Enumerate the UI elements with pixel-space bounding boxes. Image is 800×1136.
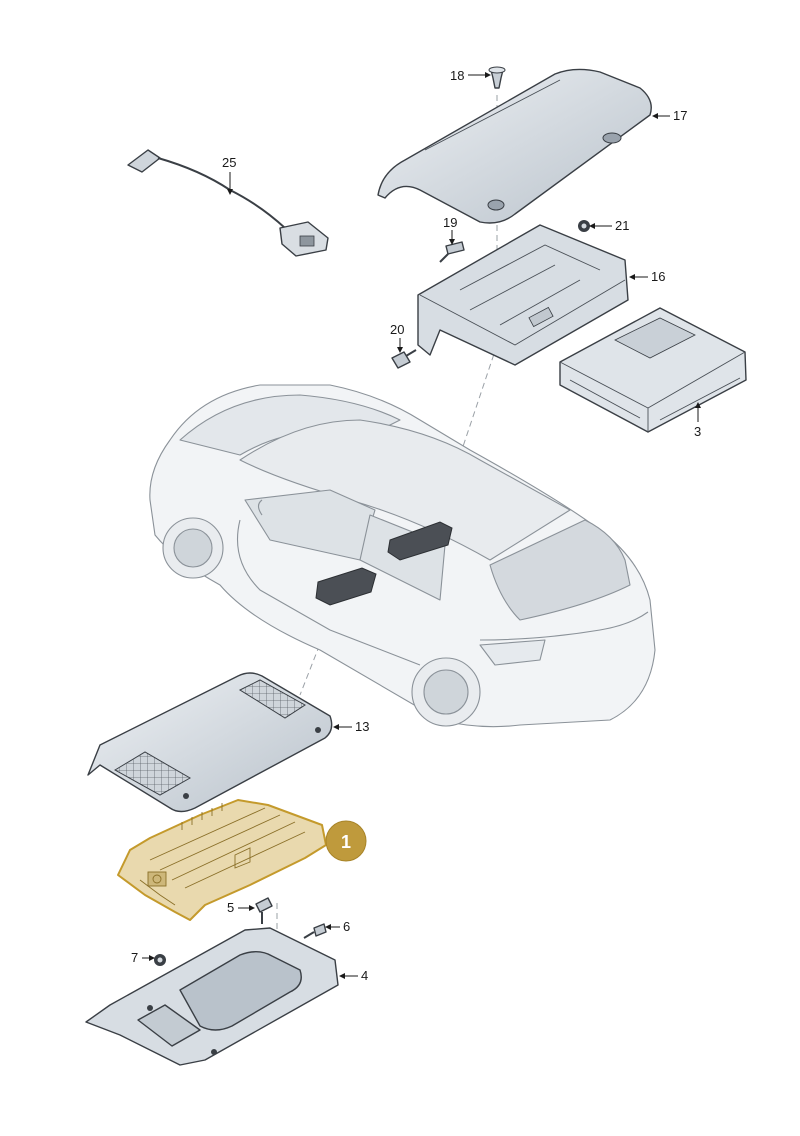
part-25-cable (127, 149, 329, 257)
label-3: 3 (694, 424, 701, 439)
label-5: 5 (227, 900, 234, 915)
label-17: 17 (673, 108, 687, 123)
label-20: 20 (390, 322, 404, 337)
label-19: 19 (443, 215, 457, 230)
label-16: 16 (651, 269, 665, 284)
label-13: 13 (355, 719, 369, 734)
part-16-bracket (417, 224, 629, 366)
part-6-screw (303, 923, 327, 939)
label-25: 25 (222, 155, 236, 170)
label-21: 21 (615, 218, 629, 233)
part-18-clip (488, 66, 506, 89)
part-1-module-highlighted (117, 799, 327, 921)
part-17-cover (377, 68, 652, 224)
part-labels: 18 17 25 19 21 16 20 3 13 5 6 7 4 (131, 68, 701, 983)
callout-part-1[interactable]: 1 (325, 820, 367, 862)
leader-lines (142, 72, 701, 979)
label-7: 7 (131, 950, 138, 965)
part-21-nut (578, 220, 590, 232)
part-20-screw (391, 349, 417, 369)
label-4: 4 (361, 968, 368, 983)
part-7-nut (154, 954, 166, 966)
label-18: 18 (450, 68, 464, 83)
part-5-screw (255, 897, 273, 924)
part-4-tray (85, 927, 339, 1066)
part-19-screw (439, 241, 465, 263)
vehicle-outline (149, 384, 656, 728)
label-6: 6 (343, 919, 350, 934)
callout-number: 1 (341, 832, 351, 852)
part-13-cover (87, 672, 333, 813)
part-3-control-unit (559, 307, 747, 433)
